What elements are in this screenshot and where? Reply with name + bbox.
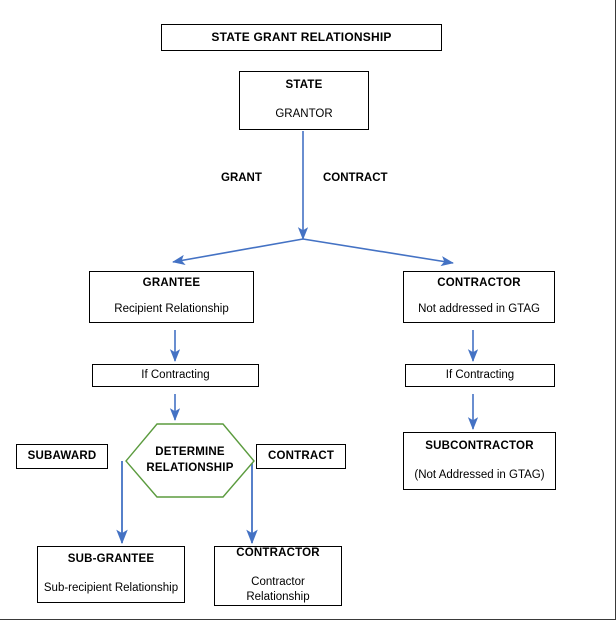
node-contract-label: CONTRACT: [256, 444, 346, 469]
node-sub-grantee-title: SUB-GRANTEE: [67, 553, 155, 566]
node-state: STATE GRANTOR: [239, 71, 369, 130]
node-contractor-top-title: CONTRACTOR: [437, 277, 521, 290]
node-contract-label-text: CONTRACT: [267, 449, 335, 462]
node-if-contracting-left: If Contracting: [92, 364, 259, 387]
node-if-contracting-right: If Contracting: [405, 364, 555, 387]
node-subcontractor-title: SUBCONTRACTOR: [425, 439, 534, 452]
hexagon-shape: [125, 423, 255, 498]
node-sub-grantee: SUB-GRANTEE Sub-recipient Relationship: [37, 546, 185, 603]
node-contractor-bottom-subtitle-1: Contractor: [251, 575, 305, 588]
edge-label-contract: CONTRACT: [323, 172, 388, 184]
node-subcontractor: SUBCONTRACTOR (Not Addressed in GTAG): [403, 432, 556, 490]
node-determine-line1: DETERMINE: [155, 445, 225, 458]
node-determine-relationship: DETERMINE RELATIONSHIP: [125, 423, 255, 498]
wire-junction-to-grantee: [172, 238, 304, 265]
node-contractor-top-subtitle: Not addressed in GTAG: [418, 303, 540, 315]
node-contractor-bottom-subtitle-2: Relationship: [246, 591, 310, 604]
node-grantee-title: GRANTEE: [142, 277, 201, 290]
node-grantee-subtitle: Recipient Relationship: [114, 303, 229, 315]
node-grantee: GRANTEE Recipient Relationship: [89, 271, 254, 323]
node-subcontractor-subtitle: (Not Addressed in GTAG): [414, 468, 545, 481]
node-if-contracting-left-label: If Contracting: [141, 368, 210, 381]
diagram-title-box: STATE GRANT RELATIONSHIP: [161, 24, 442, 51]
node-if-contracting-right-label: If Contracting: [445, 368, 515, 381]
node-contractor-bottom-title: CONTRACTOR: [236, 547, 320, 560]
node-subaward: SUBAWARD: [16, 444, 108, 469]
edge-label-grant: GRANT: [221, 172, 262, 184]
node-state-title: STATE: [285, 79, 323, 92]
node-determine-line2: RELATIONSHIP: [146, 461, 234, 474]
node-contractor-top: CONTRACTOR Not addressed in GTAG: [403, 271, 555, 323]
wire-junction-to-contractor: [302, 238, 454, 267]
node-state-subtitle: GRANTOR: [275, 108, 333, 120]
node-subaward-label: SUBAWARD: [27, 449, 97, 462]
node-sub-grantee-subtitle: Sub-recipient Relationship: [43, 582, 179, 594]
node-contractor-bottom: CONTRACTOR Contractor Relationship: [214, 546, 342, 606]
diagram-title: STATE GRANT RELATIONSHIP: [211, 30, 392, 45]
